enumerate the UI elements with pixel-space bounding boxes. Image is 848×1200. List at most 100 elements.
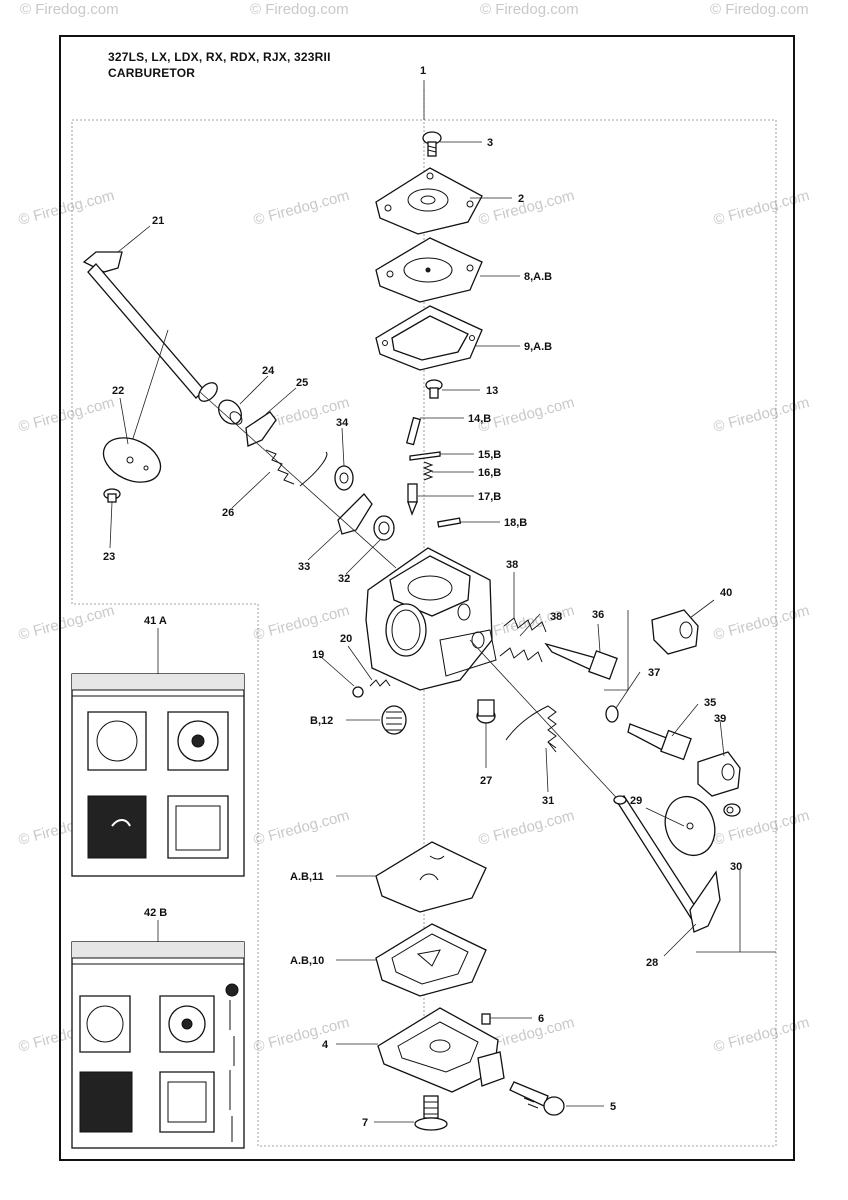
callout-14: 14,B xyxy=(468,413,491,425)
callout-21: 21 xyxy=(152,215,164,227)
washer-part xyxy=(605,705,619,723)
callout-33: 33 xyxy=(298,561,310,573)
diaphragm-part xyxy=(375,237,483,303)
filter-screen-part xyxy=(381,705,407,735)
callout-18: 18,B xyxy=(504,517,527,529)
spring-part xyxy=(499,647,543,663)
watermark: © Firedog.com xyxy=(252,807,352,849)
callout-34: 34 xyxy=(336,417,349,429)
callout-39: 39 xyxy=(714,713,726,725)
watermark: © Firedog.com xyxy=(712,1014,812,1056)
ball-part xyxy=(352,686,364,698)
choke-disc-part xyxy=(664,795,716,857)
bushing-part xyxy=(373,515,395,541)
callout-24: 24 xyxy=(262,365,275,377)
callout-11: A.B,11 xyxy=(290,871,324,883)
callout-2: 2 xyxy=(518,193,524,205)
leader-lines xyxy=(109,80,776,1123)
watermark: © Firedog.com xyxy=(712,187,812,229)
limiter-cap-part xyxy=(697,751,741,797)
callout-23: 23 xyxy=(103,551,115,563)
screw-part xyxy=(422,131,442,157)
callout-labels: 1 3 2 8,A.B 9,A.B 13 14,B 15,B 16,B 17,B… xyxy=(103,65,742,1129)
watermark: © Firedog.com xyxy=(710,1,809,18)
callout-15: 15,B xyxy=(478,449,501,461)
pump-cover-part xyxy=(377,1007,505,1093)
adjust-needle-part xyxy=(544,642,618,680)
cover-plate-part xyxy=(375,167,483,235)
washer-part xyxy=(334,465,354,491)
assembly-axis xyxy=(199,391,397,569)
callout-10: A.B,10 xyxy=(290,955,324,967)
lever-part xyxy=(245,411,277,447)
needle-valve-part xyxy=(407,483,418,516)
carburetor-body-part xyxy=(365,547,497,691)
callout-5: 5 xyxy=(610,1101,616,1113)
section-title: CARBURETOR xyxy=(108,66,196,80)
callout-9: 9,A.B xyxy=(524,341,552,353)
callout-12: B,12 xyxy=(310,715,333,727)
kit-b-box xyxy=(71,920,245,1149)
callout-17: 17,B xyxy=(478,491,501,503)
bracket-part xyxy=(337,493,373,535)
callout-19: 19 xyxy=(312,649,324,661)
spring-part xyxy=(369,679,391,687)
watermark: © Firedog.com xyxy=(252,187,352,229)
callout-kit-a: 41 A xyxy=(144,615,167,627)
callout-29: 29 xyxy=(630,795,642,807)
callout-38-top: 38 xyxy=(506,559,518,571)
callout-27: 27 xyxy=(480,775,492,787)
pin-part xyxy=(405,416,422,446)
throttle-disc-part xyxy=(102,437,162,483)
callout-7: 7 xyxy=(362,1117,368,1129)
callout-8: 8,A.B xyxy=(524,271,552,283)
watermark: © Firedog.com xyxy=(252,602,352,644)
screw-part xyxy=(476,699,496,768)
bushing-part xyxy=(218,399,243,425)
screw-part xyxy=(509,1081,565,1116)
pump-diaphragm-part xyxy=(375,841,487,913)
spring-part xyxy=(422,461,434,481)
callout-6: 6 xyxy=(538,1013,544,1025)
callout-28: 28 xyxy=(646,957,658,969)
pump-gasket-part xyxy=(375,923,487,997)
watermark: © Firedog.com xyxy=(712,394,812,436)
kit-a-box xyxy=(71,628,245,877)
watermark: © Firedog.com xyxy=(712,602,812,644)
watermark: © Firedog.com xyxy=(17,394,117,436)
callout-30: 30 xyxy=(730,861,742,873)
watermark: © Firedog.com xyxy=(477,394,577,436)
fitting-part xyxy=(481,1013,491,1025)
watermark: © Firedog.com xyxy=(17,187,117,229)
screw-part xyxy=(425,379,443,399)
lever-part xyxy=(409,451,441,461)
model-list: 327LS, LX, LDX, RX, RDX, RJX, 323RII xyxy=(108,50,331,64)
assembly-boundary xyxy=(71,119,777,1147)
callout-35: 35 xyxy=(704,697,716,709)
callout-20: 20 xyxy=(340,633,352,645)
watermark: © Firedog.com xyxy=(250,1,349,18)
choke-shaft-part xyxy=(613,795,721,933)
page-frame xyxy=(59,35,795,1161)
callout-16: 16,B xyxy=(478,467,501,479)
callout-25: 25 xyxy=(296,377,308,389)
watermark: © Firedog.com xyxy=(477,187,577,229)
callout-4: 4 xyxy=(322,1039,329,1051)
callout-26: 26 xyxy=(222,507,234,519)
spring-part xyxy=(265,449,328,487)
screw-part xyxy=(414,1095,448,1131)
watermark: © Firedog.com xyxy=(477,807,577,849)
screw-part xyxy=(103,488,121,503)
screw-part xyxy=(723,803,741,817)
pin-part xyxy=(437,517,462,528)
assembly-axis xyxy=(469,639,627,809)
callout-36: 36 xyxy=(592,609,604,621)
spring-part xyxy=(505,705,557,753)
watermark: © Firedog.com xyxy=(20,1,119,18)
throttle-shaft-part xyxy=(82,251,218,461)
callout-22: 22 xyxy=(112,385,124,397)
callout-3: 3 xyxy=(487,137,493,149)
gasket-part xyxy=(375,305,483,371)
callout-kit-b: 42 B xyxy=(144,907,167,919)
